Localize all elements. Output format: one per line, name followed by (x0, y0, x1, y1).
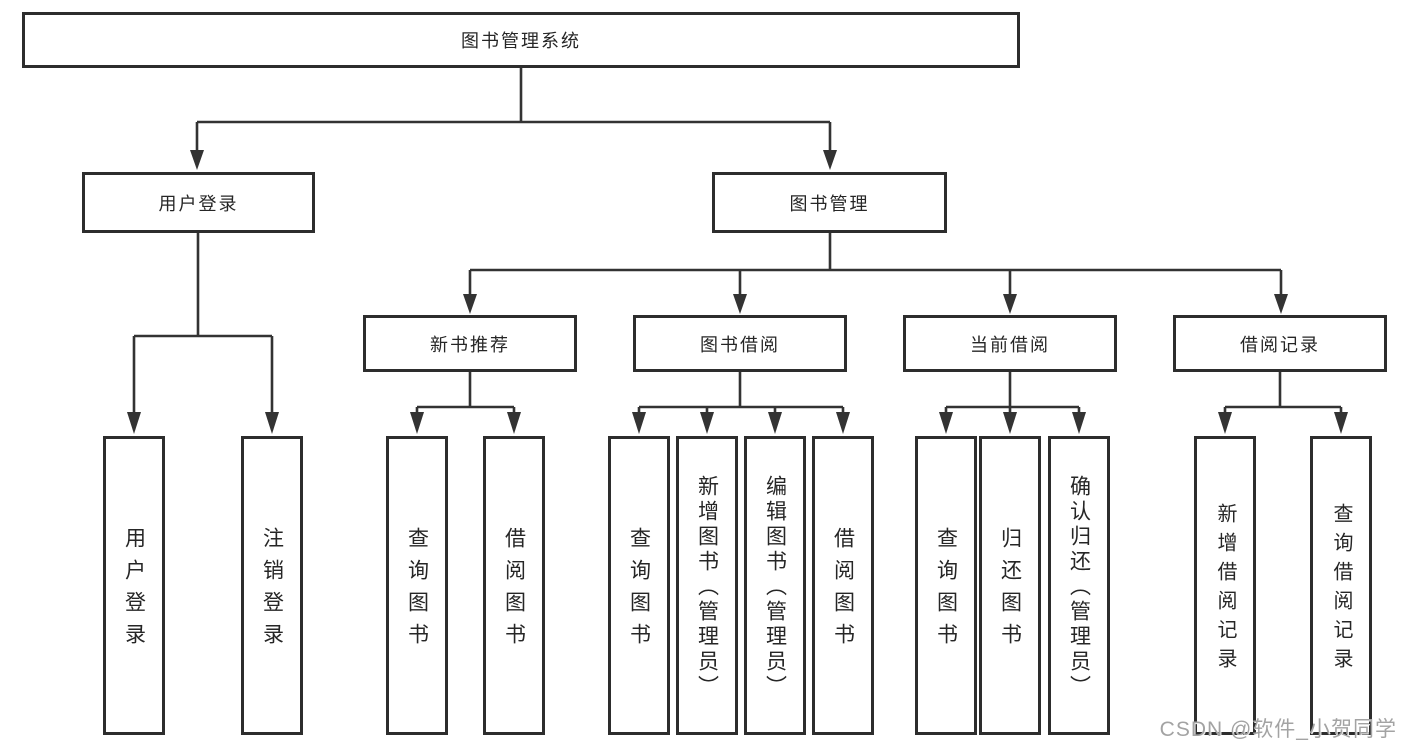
node-user-login-leaf: 用户登录 (103, 436, 165, 735)
node-borrowing-query-books: 查询图书 (608, 436, 670, 735)
node-label: 查询图书 (627, 527, 651, 655)
node-new-book-recommendation: 新书推荐 (363, 315, 577, 372)
node-label: 借阅记录 (1240, 334, 1320, 355)
node-label: 图书借阅 (700, 334, 780, 355)
node-current-query-books: 查询图书 (915, 436, 977, 735)
node-label: 借阅图书 (831, 527, 855, 655)
node-recommend-query-books: 查询图书 (386, 436, 448, 735)
node-label: 用户登录 (122, 527, 146, 655)
node-label: 借阅图书 (502, 527, 526, 655)
node-recommend-borrow-books: 借阅图书 (483, 436, 545, 735)
watermark-text: CSDN @软件_小贺同学 (1159, 718, 1397, 741)
node-label: 用户登录 (158, 193, 239, 214)
node-borrowing-add-books-admin: 新增图书（管理员） (676, 436, 738, 735)
node-book-management: 图书管理 (712, 172, 947, 233)
node-label: 查询图书 (405, 527, 429, 655)
node-current-borrowing: 当前借阅 (903, 315, 1117, 372)
node-label: 新增借阅记录 (1214, 503, 1236, 677)
node-borrowing-borrow-books: 借阅图书 (812, 436, 874, 735)
node-label: 新书推荐 (430, 334, 510, 355)
node-logout-leaf: 注销登录 (241, 436, 303, 735)
node-user-login: 用户登录 (82, 172, 315, 233)
node-library-system: 图书管理系统 (22, 12, 1020, 68)
node-label: 图书管理 (789, 193, 870, 214)
node-current-confirm-return-admin: 确认归还（管理员） (1048, 436, 1110, 735)
node-label: 归还图书 (998, 527, 1022, 655)
tree-edges (132, 68, 1343, 414)
node-book-borrowing: 图书借阅 (633, 315, 847, 372)
node-borrowing-edit-books-admin: 编辑图书（管理员） (744, 436, 806, 735)
node-label: 查询借阅记录 (1330, 503, 1352, 677)
node-label: 注销登录 (260, 527, 284, 655)
node-label: 图书管理系统 (461, 31, 581, 51)
node-records-query-record: 查询借阅记录 (1310, 436, 1372, 735)
node-label: 查询图书 (934, 527, 958, 655)
node-label: 新增图书（管理员） (695, 475, 719, 700)
node-current-return-books: 归还图书 (979, 436, 1041, 735)
node-records-add-record: 新增借阅记录 (1194, 436, 1256, 735)
node-borrowing-records: 借阅记录 (1173, 315, 1387, 372)
node-label: 当前借阅 (970, 334, 1050, 355)
node-label: 确认归还（管理员） (1067, 475, 1091, 700)
node-label: 编辑图书（管理员） (763, 475, 787, 700)
arrowheads (127, 150, 1348, 434)
